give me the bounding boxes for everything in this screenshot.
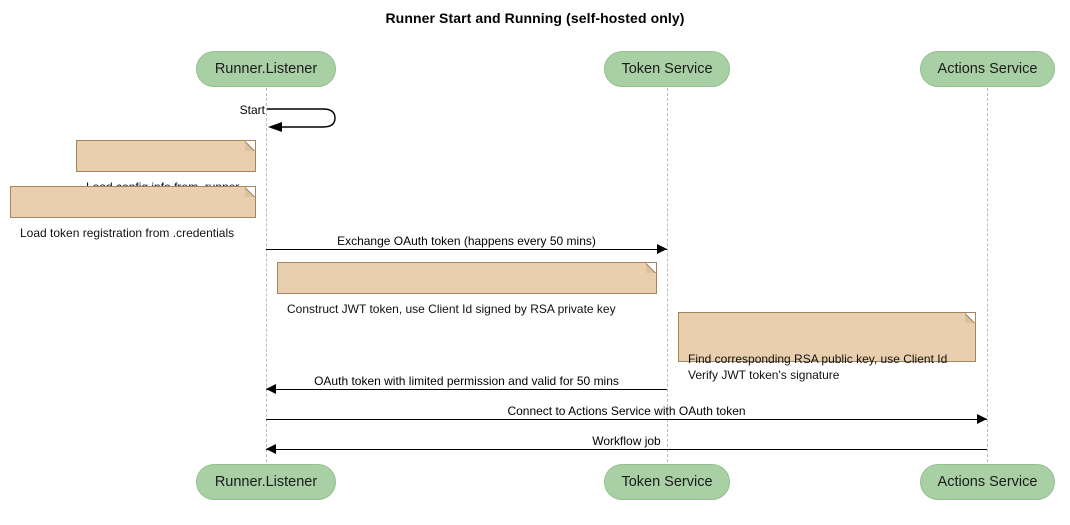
participant-footer-token[interactable]: Token Service xyxy=(604,464,730,500)
lifeline-token xyxy=(667,88,668,462)
note-fold-icon xyxy=(965,312,976,323)
diagram-title: Runner Start and Running (self-hosted on… xyxy=(385,10,685,26)
participant-footer-token-label: Token Service xyxy=(621,474,713,490)
message-line-connect-actions[interactable] xyxy=(266,419,987,420)
participant-header-actions-label: Actions Service xyxy=(937,61,1038,77)
message-label-exchange-oauth: Exchange OAuth token (happens every 50 m… xyxy=(337,234,596,248)
note-fold-icon xyxy=(245,186,256,197)
note-load-token-registration: Load token registration from .credential… xyxy=(10,186,256,240)
participant-header-actions[interactable]: Actions Service xyxy=(920,51,1055,87)
message-label-oauth-token-return: OAuth token with limited permission and … xyxy=(314,374,619,388)
note-fold-icon xyxy=(245,140,256,151)
note-verify-jwt: Find corresponding RSA public key, use C… xyxy=(678,312,976,382)
arrow-head-exchange-oauth xyxy=(657,244,667,254)
note-load-config: Load config info from .runner xyxy=(76,140,256,194)
message-self-start[interactable] xyxy=(266,104,346,132)
arrow-head-connect-actions xyxy=(977,414,987,424)
note-fold-icon xyxy=(646,262,657,273)
participant-footer-actions-label: Actions Service xyxy=(937,474,1038,490)
arrow-head-oauth-token-return xyxy=(266,384,276,394)
lifeline-runner xyxy=(266,88,267,462)
message-line-workflow-job[interactable] xyxy=(266,449,987,450)
lifeline-actions xyxy=(987,88,988,462)
message-line-oauth-token-return[interactable] xyxy=(266,389,667,390)
message-label-start: Start xyxy=(239,103,265,117)
participant-footer-actions[interactable]: Actions Service xyxy=(920,464,1055,500)
participant-footer-runner-label: Runner.Listener xyxy=(214,474,318,490)
participant-header-token[interactable]: Token Service xyxy=(604,51,730,87)
participant-header-runner-label: Runner.Listener xyxy=(214,61,318,77)
note-verify-jwt-text: Find corresponding RSA public key, use C… xyxy=(688,352,948,382)
message-label-workflow-job: Workflow job xyxy=(592,434,661,448)
arrow-head-workflow-job xyxy=(266,444,276,454)
participant-header-runner[interactable]: Runner.Listener xyxy=(196,51,336,87)
message-line-exchange-oauth[interactable] xyxy=(266,249,667,250)
note-construct-jwt-text: Construct JWT token, use Client Id signe… xyxy=(287,302,616,316)
message-label-connect-actions: Connect to Actions Service with OAuth to… xyxy=(507,404,746,418)
participant-header-token-label: Token Service xyxy=(621,61,713,77)
note-load-token-registration-text: Load token registration from .credential… xyxy=(20,226,235,240)
participant-footer-runner[interactable]: Runner.Listener xyxy=(196,464,336,500)
note-construct-jwt: Construct JWT token, use Client Id signe… xyxy=(277,262,657,316)
